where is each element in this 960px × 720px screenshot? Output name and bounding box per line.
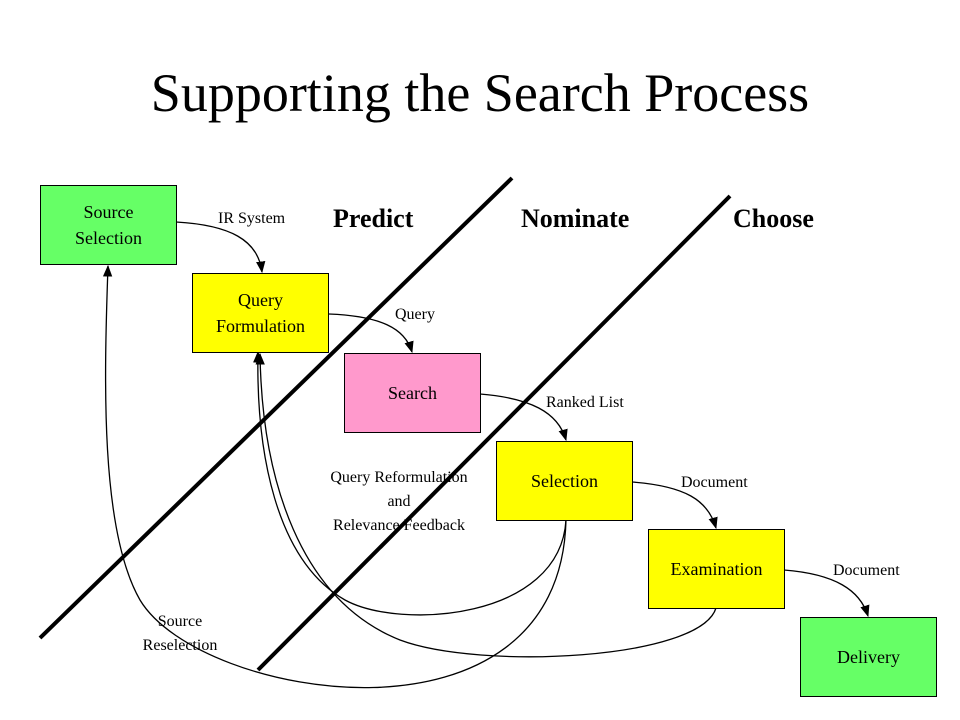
box-delivery-label: Delivery — [837, 647, 900, 667]
slide-title: Supporting the Search Process — [150, 63, 810, 123]
box-query-formulation: Query Formulation — [192, 273, 329, 353]
arrow-examination-to-delivery — [783, 569, 870, 618]
edge-label-reformulation: Query Reformulation and Relevance Feedba… — [330, 469, 468, 534]
box-examination: Examination — [648, 529, 785, 609]
arrow-examination-reformulation — [255, 352, 717, 658]
phase-choose: Choose — [733, 204, 814, 233]
edge-label-reselection: Source Reselection — [142, 613, 218, 654]
box-selection-label: Selection — [531, 471, 598, 491]
edge-label-document-1: Document — [681, 474, 748, 491]
arrow-selection-reselection — [102, 264, 567, 689]
edge-label-document-2: Document — [833, 562, 900, 579]
box-source-selection-label: Source Selection — [75, 202, 142, 248]
arrow-selection-to-examination — [631, 481, 718, 530]
phase-nominate: Nominate — [521, 204, 630, 233]
box-search-label: Search — [388, 383, 437, 403]
box-delivery: Delivery — [800, 617, 937, 697]
edge-label-query: Query — [395, 306, 435, 323]
arrow-selection-reformulation — [253, 350, 567, 616]
box-query-formulation-label: Query Formulation — [216, 290, 305, 336]
edge-label-ir-system: IR System — [218, 210, 286, 227]
arrow-search-to-selection — [479, 393, 568, 442]
box-source-selection: Source Selection — [40, 185, 177, 265]
box-search: Search — [344, 353, 481, 433]
box-examination-label: Examination — [670, 559, 763, 579]
divider-predict-nominate — [38, 176, 514, 640]
arrow-source-to-query — [175, 221, 266, 274]
edge-label-ranked-list: Ranked List — [546, 394, 624, 411]
arrow-query-to-search — [328, 313, 414, 354]
divider-nominate-choose — [256, 194, 732, 672]
box-selection: Selection — [496, 441, 633, 521]
phase-predict: Predict — [333, 204, 414, 233]
